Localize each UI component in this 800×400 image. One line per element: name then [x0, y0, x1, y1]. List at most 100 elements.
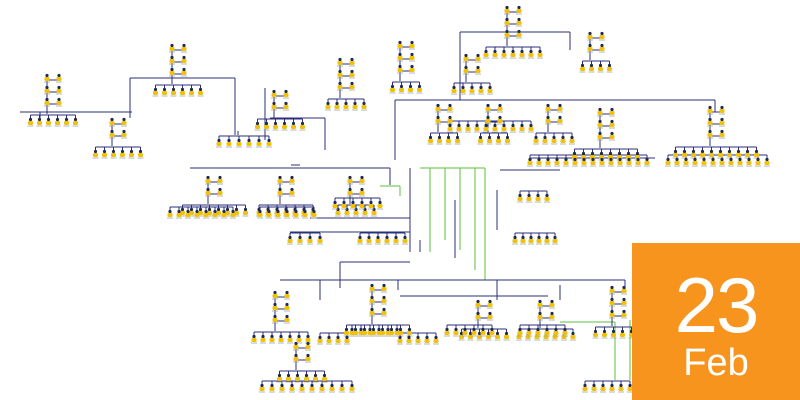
person-icon [609, 131, 615, 141]
person-icon [319, 383, 325, 393]
person-icon [415, 335, 421, 345]
person-icon [312, 373, 319, 383]
person-icon [303, 373, 310, 383]
person-icon [169, 43, 175, 53]
person-icon [254, 121, 261, 131]
person-icon [309, 383, 315, 393]
person-icon [445, 135, 452, 145]
person-icon [726, 149, 733, 159]
person-icon [272, 302, 278, 312]
person-icon [409, 40, 415, 50]
person-icon [269, 383, 275, 393]
person-icon [269, 334, 275, 344]
person-icon [277, 175, 283, 185]
person-icon [537, 299, 543, 309]
person-icon [560, 135, 566, 145]
person-icon [409, 52, 415, 62]
person-icon [290, 121, 297, 131]
person-icon [486, 135, 493, 145]
person-icon [627, 383, 633, 393]
person-icon [570, 331, 576, 341]
person-icon [169, 67, 175, 77]
person-icon [735, 149, 742, 159]
person-icon [533, 135, 539, 145]
person-icon [284, 290, 290, 300]
person-icon [242, 207, 249, 217]
person-icon [278, 334, 284, 344]
person-icon [406, 335, 412, 345]
person-icon [325, 101, 331, 111]
person-icon [246, 138, 252, 148]
person-icon [343, 101, 349, 111]
person-icon [497, 115, 503, 125]
person-icon [563, 157, 569, 167]
person-icon [385, 327, 391, 337]
person-icon [674, 157, 680, 167]
person-icon [45, 117, 52, 127]
person-icon [181, 43, 187, 53]
person-icon [352, 101, 358, 111]
person-icon [551, 135, 557, 145]
person-icon [321, 373, 328, 383]
person-icon [600, 383, 606, 393]
person-icon [101, 149, 108, 159]
person-icon [289, 175, 295, 185]
person-icon [377, 200, 383, 210]
person-icon [137, 149, 144, 159]
person-icon [549, 311, 555, 321]
person-icon [376, 327, 382, 337]
person-icon [535, 193, 541, 203]
person-icon [109, 117, 115, 127]
person-icon [494, 331, 501, 341]
person-icon [110, 149, 117, 159]
person-icon [317, 335, 323, 345]
person-icon [581, 157, 587, 167]
person-icon [271, 89, 277, 99]
person-icon [289, 187, 295, 197]
date-badge: 23 Feb [632, 243, 800, 400]
person-icon [349, 383, 355, 393]
person-icon [764, 157, 770, 167]
person-icon [359, 187, 365, 197]
person-icon [181, 67, 187, 77]
person-icon [737, 157, 743, 167]
person-icon [350, 200, 356, 210]
person-icon [753, 149, 760, 159]
person-icon [489, 327, 495, 337]
person-icon [599, 43, 605, 53]
person-icon [462, 327, 468, 337]
person-icon [284, 209, 290, 219]
person-icon [311, 209, 317, 219]
person-icon [495, 135, 502, 145]
person-icon [597, 119, 603, 129]
person-icon [744, 149, 751, 159]
person-icon [707, 117, 713, 127]
person-icon [483, 49, 489, 59]
person-icon [92, 149, 99, 159]
person-icon [293, 209, 299, 219]
person-icon [516, 5, 522, 15]
person-icon [492, 49, 498, 59]
person-icon [526, 193, 532, 203]
person-icon [545, 115, 551, 125]
person-icon [719, 129, 725, 139]
person-icon [293, 353, 299, 363]
person-icon [579, 63, 586, 73]
person-icon [483, 123, 489, 133]
person-icon [217, 175, 223, 185]
person-icon [510, 49, 516, 59]
person-icon [375, 235, 381, 245]
person-icon [526, 327, 532, 337]
person-icon [536, 157, 542, 167]
person-icon [681, 149, 688, 159]
person-icon [517, 193, 523, 203]
person-icon [176, 209, 182, 219]
person-icon [544, 235, 550, 245]
person-icon [447, 123, 453, 133]
person-icon [216, 138, 222, 148]
person-icon [272, 314, 278, 324]
person-icon [152, 87, 159, 97]
person-icon [707, 105, 713, 115]
person-icon [609, 309, 615, 319]
person-icon [212, 209, 218, 219]
